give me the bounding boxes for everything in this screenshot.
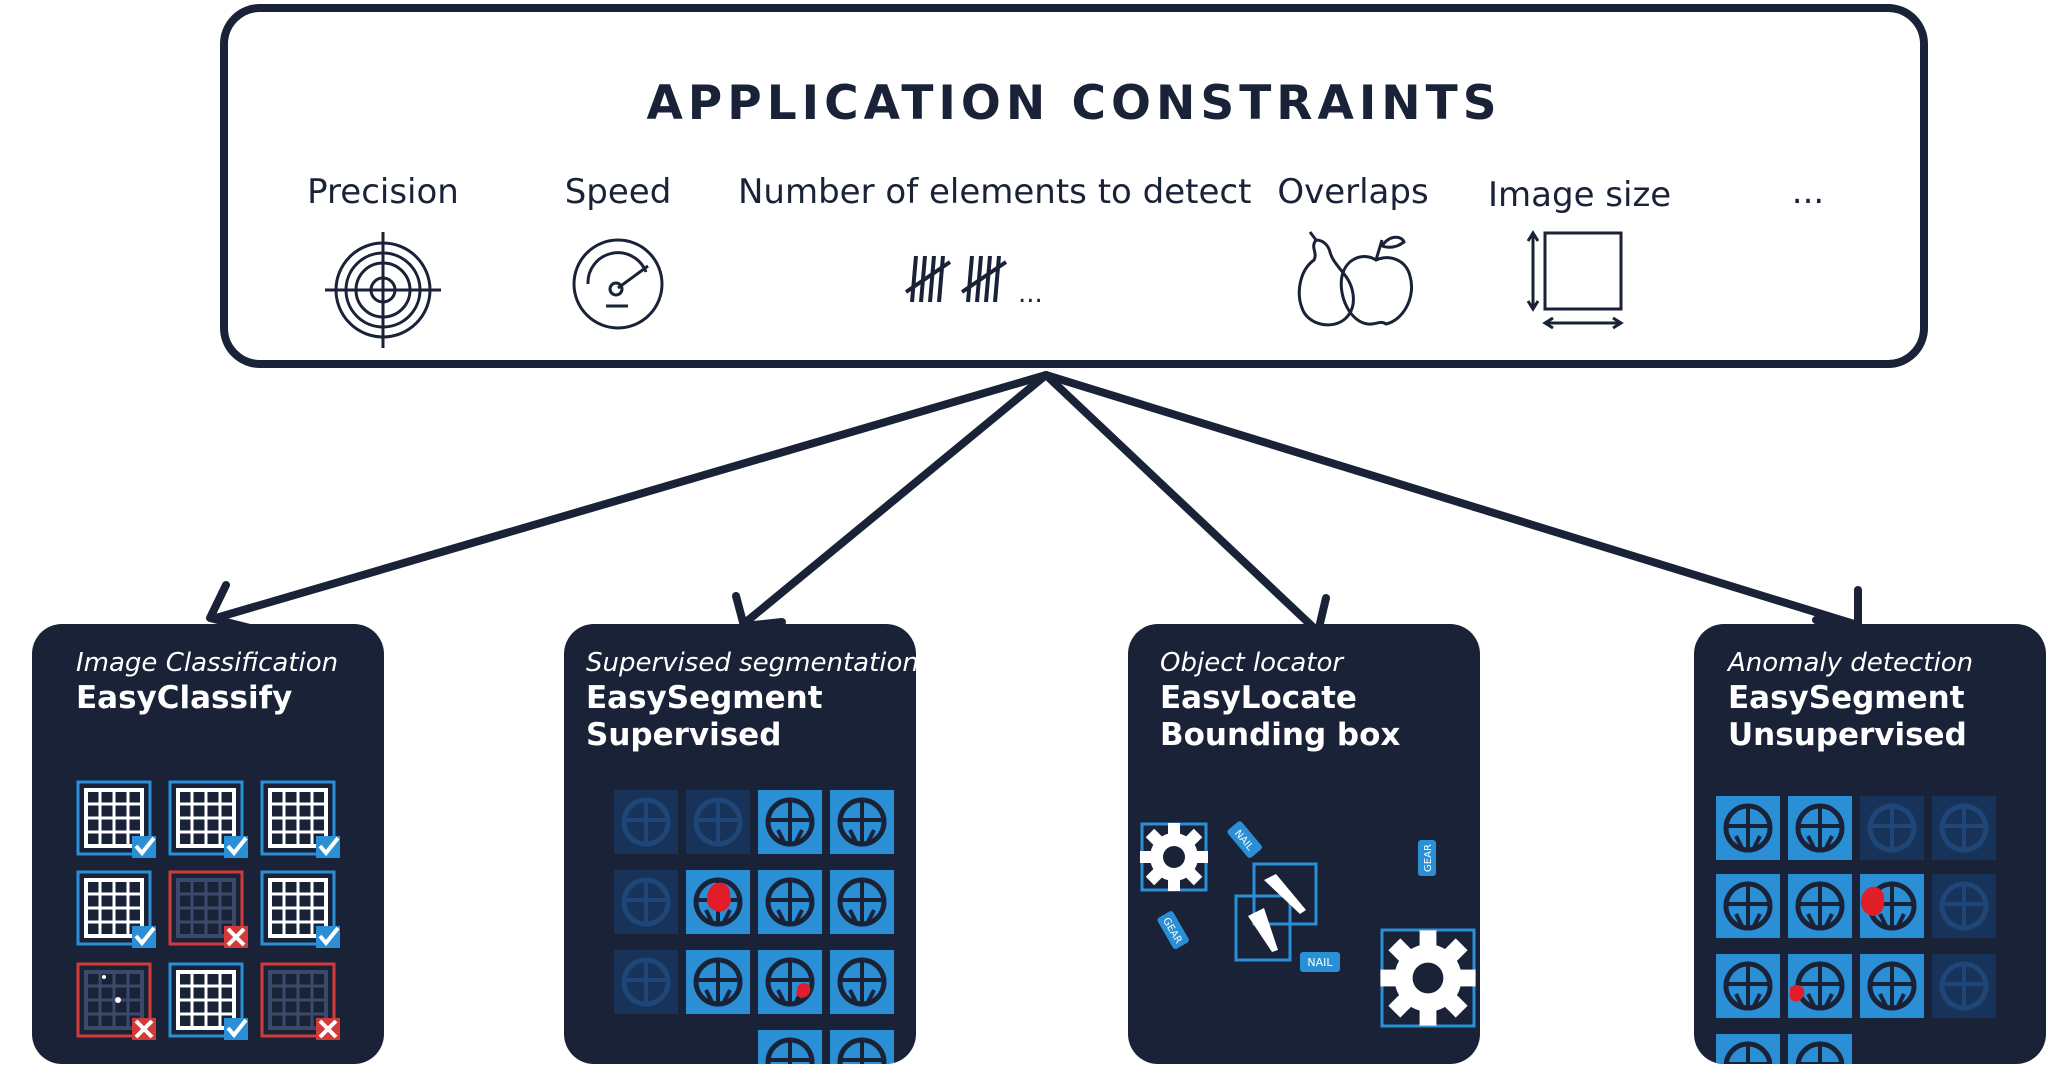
- constraint-label: Image size: [1488, 175, 1672, 215]
- tag-nail: NAIL: [1227, 821, 1262, 858]
- tag-gear: GEAR: [1418, 840, 1436, 876]
- classification-cell-ok: [170, 964, 248, 1040]
- target-icon: [325, 232, 441, 348]
- constraint-speed: Speed: [553, 172, 683, 330]
- overlapping-fruits-icon: [1297, 231, 1413, 327]
- constraint-number-of-elements: Number of elements to detect ...: [738, 172, 1252, 322]
- nail-object: [1248, 908, 1278, 952]
- card-title: EasyLocate Bounding box: [1160, 680, 1460, 754]
- anomaly-region: [1790, 985, 1805, 1002]
- constraints-panel: APPLICATION CONSTRAINTS Precision Speed: [220, 4, 1928, 368]
- constraint-label: Precision: [307, 172, 459, 212]
- classification-cell-ok: [170, 782, 248, 858]
- card-title-line: EasySegment: [1728, 680, 1965, 716]
- panel-title: APPLICATION CONSTRAINTS: [646, 76, 1502, 131]
- constraint-label: Number of elements to detect: [738, 172, 1252, 212]
- classification-cell-ok: [262, 782, 340, 858]
- defect-region: [706, 882, 731, 912]
- constraint-label: ...: [1791, 172, 1825, 212]
- card-title-line: EasySegment: [586, 680, 823, 716]
- bounding-box: [1252, 862, 1318, 926]
- card-subtitle: Image Classification: [76, 648, 339, 678]
- gear-object: [1140, 823, 1208, 891]
- card-subtitle: Supervised segmentation: [586, 648, 916, 678]
- tally-marks-icon: ...: [904, 255, 1043, 309]
- classification-cell-ok: [78, 782, 156, 858]
- card-title-line: EasyClassify: [76, 680, 293, 716]
- card-title: EasyClassify: [76, 680, 376, 717]
- image-size-icon: [1526, 230, 1624, 330]
- classification-cell-rejected: [262, 964, 340, 1040]
- object-locator-illustration: NAIL GEAR NAIL GEAR: [1140, 821, 1476, 1028]
- defect-region: [796, 983, 811, 998]
- classification-cell-ok: [262, 872, 340, 948]
- svg-text:NAIL: NAIL: [1307, 956, 1333, 969]
- tally-ellipsis: ...: [1018, 279, 1043, 309]
- card-anomaly-detection: Anomaly detection EasySegment Unsupervis…: [1694, 624, 2046, 1064]
- card-title-line: EasyLocate: [1160, 680, 1357, 716]
- card-title: EasySegment Unsupervised: [1728, 680, 2028, 754]
- bounding-box: [1234, 894, 1292, 962]
- card-subtitle: Object locator: [1160, 648, 1344, 678]
- arrow-to-classify: [212, 371, 1050, 622]
- card-title-line: Unsupervised: [1728, 717, 1967, 753]
- card-title: EasySegment Supervised: [586, 680, 886, 754]
- speedometer-icon: [572, 238, 664, 330]
- card-image-classification: Image Classification EasyClassify: [32, 624, 384, 1064]
- arrow-to-segment-unsupervised: [1042, 371, 1858, 628]
- svg-text:GEAR: GEAR: [1423, 844, 1434, 872]
- constraint-image-size: Image size: [1488, 172, 1672, 339]
- tag-nail: NAIL: [1300, 952, 1340, 972]
- anomaly-region: [1860, 886, 1885, 917]
- segmentation-tiles-illustration: [564, 624, 916, 1064]
- nail-object: [1264, 874, 1306, 914]
- arrow-to-locate: [1042, 371, 1318, 632]
- classification-cell-ok: [78, 872, 156, 948]
- card-subtitle: Anomaly detection: [1728, 648, 1974, 678]
- constraint-label: Speed: [564, 172, 672, 212]
- tag-gear: GEAR: [1157, 911, 1189, 950]
- classification-grid-illustration: [32, 624, 384, 1064]
- card-title-line: Bounding box: [1160, 717, 1401, 753]
- classification-cell-rejected: [170, 872, 248, 948]
- constraint-overlaps: Overlaps: [1268, 172, 1438, 340]
- arrow-to-segment-supervised: [742, 371, 1050, 626]
- anomaly-tiles-illustration: [1694, 624, 2046, 1064]
- card-supervised-segmentation: Supervised segmentation EasySegment Supe…: [564, 624, 916, 1064]
- gear-object: [1380, 930, 1476, 1026]
- constraint-more: ...: [1778, 172, 1838, 212]
- card-object-locator: Object locator EasyLocate Bounding box: [1128, 624, 1480, 1064]
- constraint-label: Overlaps: [1277, 172, 1429, 212]
- constraint-precision: Precision: [298, 172, 468, 350]
- card-title-line: Supervised: [586, 717, 782, 753]
